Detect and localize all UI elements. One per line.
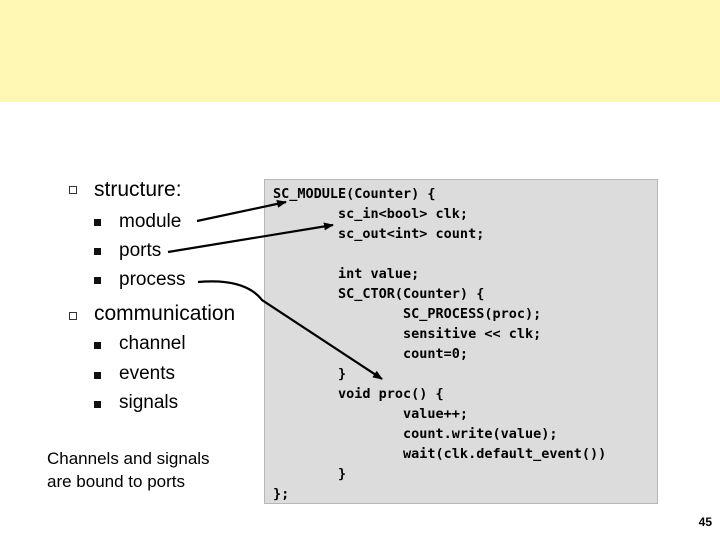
sub-bullet-marker-icon bbox=[94, 248, 101, 255]
bullet-structure: structure: bbox=[94, 178, 182, 201]
bullet-process: process bbox=[119, 269, 186, 290]
code-line: wait(clk.default_event()) bbox=[273, 446, 607, 462]
code-line: }; bbox=[273, 486, 290, 502]
code-line: count=0; bbox=[273, 346, 469, 362]
sub-bullet-marker-icon bbox=[94, 219, 101, 226]
bullet-communication: communication bbox=[94, 302, 236, 325]
bullet-channel: channel bbox=[119, 333, 186, 354]
sub-bullet-marker-icon bbox=[94, 277, 101, 284]
bullet-marker-icon bbox=[69, 312, 77, 320]
sub-bullet-marker-icon bbox=[94, 342, 101, 349]
bullet-ports: ports bbox=[119, 240, 162, 261]
code-line: SC_PROCESS(proc); bbox=[273, 306, 542, 322]
code-line: sc_out<int> count; bbox=[273, 226, 485, 242]
sub-bullet-marker-icon bbox=[94, 401, 101, 408]
caption-line: are bound to ports bbox=[47, 472, 185, 491]
bullet-signals: signals bbox=[119, 392, 179, 413]
bullet-marker-icon bbox=[69, 186, 77, 194]
code-line: } bbox=[273, 366, 347, 382]
code-line: void proc() { bbox=[273, 386, 444, 402]
page-number: 45 bbox=[698, 515, 712, 529]
bullet-module: module bbox=[119, 211, 182, 232]
code-line: } bbox=[273, 466, 347, 482]
code-line: SC_CTOR(Counter) { bbox=[273, 286, 485, 302]
code-panel: SC_MODULE(Counter) { sc_in<bool> clk; sc… bbox=[264, 179, 658, 504]
sub-bullet-marker-icon bbox=[94, 372, 101, 379]
code-line: sc_in<bool> clk; bbox=[273, 206, 469, 222]
caption-text: Channels and signals are bound to ports bbox=[47, 447, 247, 493]
header-band bbox=[0, 0, 720, 102]
bullet-events: events bbox=[119, 363, 175, 384]
code-line: count.write(value); bbox=[273, 426, 558, 442]
code-line: int value; bbox=[273, 266, 420, 282]
code-line: value++; bbox=[273, 406, 469, 422]
code-line: SC_MODULE(Counter) { bbox=[273, 186, 436, 202]
code-line: sensitive << clk; bbox=[273, 326, 542, 342]
caption-line: Channels and signals bbox=[47, 449, 210, 468]
